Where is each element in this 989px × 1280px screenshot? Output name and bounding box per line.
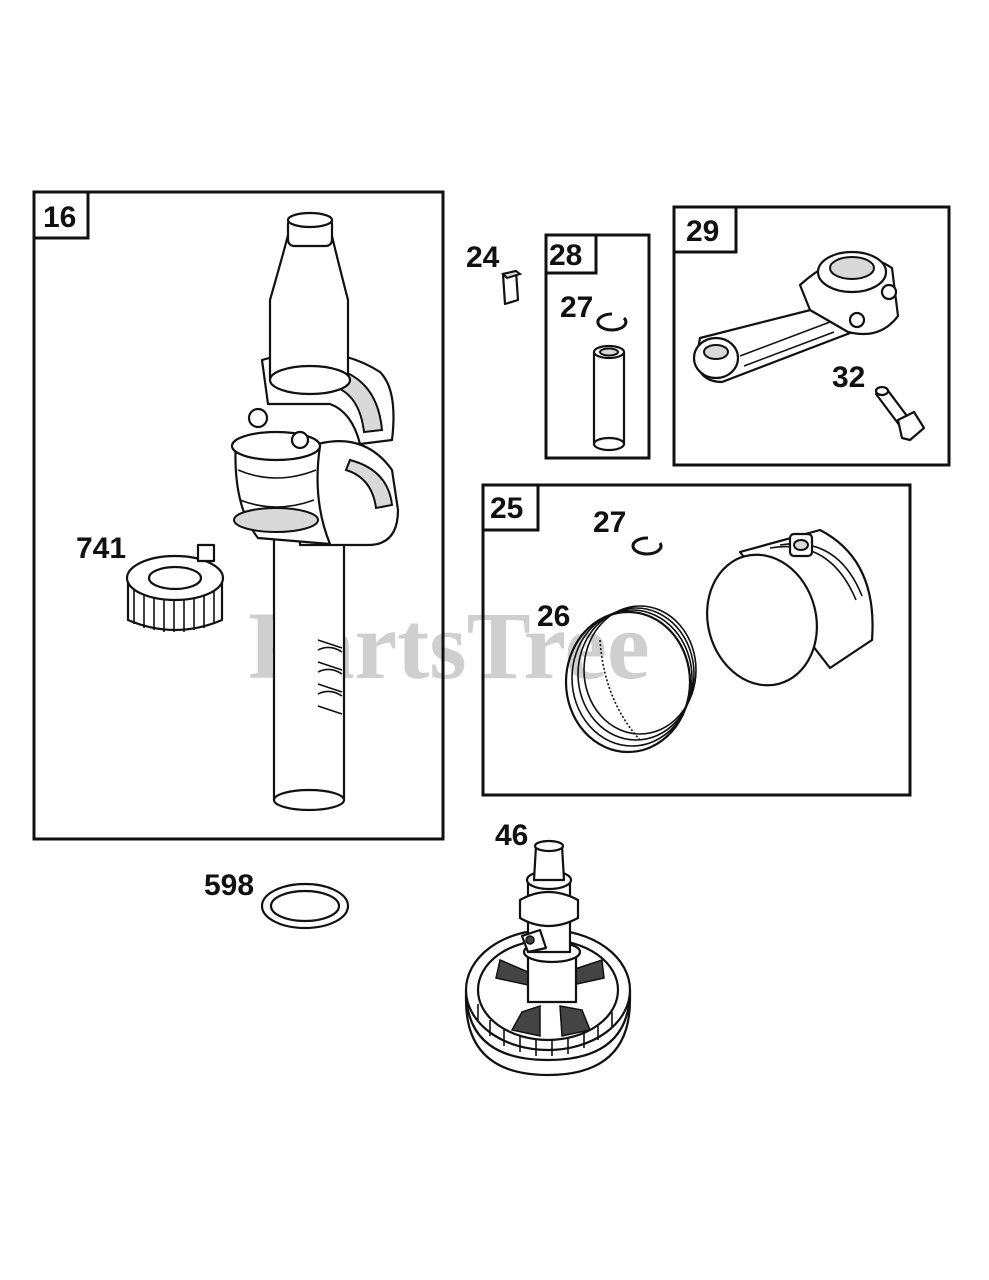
part-598-label: 598	[204, 869, 254, 902]
part-26-label: 26	[537, 600, 570, 633]
group-28-frame[interactable]: 28	[544, 233, 651, 460]
group-29-frame[interactable]: 29	[672, 205, 951, 467]
group-16-label: 16	[43, 201, 76, 234]
rod-bolt-icon[interactable]	[874, 385, 926, 442]
piston-rings-icon[interactable]	[564, 605, 697, 754]
piston-pin-icon[interactable]	[592, 344, 626, 452]
key-icon[interactable]	[501, 269, 523, 306]
camshaft-icon[interactable]	[464, 839, 632, 1077]
group-16-frame[interactable]: 16	[32, 190, 445, 841]
group-28-label: 28	[549, 239, 582, 272]
part-27a-label: 27	[560, 291, 593, 324]
group-29-label: 29	[686, 215, 719, 248]
part-32-label: 32	[832, 361, 865, 394]
piston-icon[interactable]	[693, 528, 874, 698]
part-27b-label: 27	[593, 506, 626, 539]
connecting-rod-icon[interactable]	[692, 250, 900, 384]
crankshaft-icon[interactable]	[230, 211, 400, 812]
group-25-frame[interactable]: 25	[481, 483, 912, 797]
part-741-label: 741	[76, 532, 126, 565]
retainer-clip-icon[interactable]	[596, 312, 628, 332]
part-46-label: 46	[495, 819, 528, 852]
retainer-clip-icon[interactable]	[631, 536, 663, 556]
part-24-label: 24	[466, 241, 500, 274]
group-25-label: 25	[490, 492, 523, 525]
washer-icon[interactable]	[260, 882, 350, 930]
timing-gear-icon[interactable]	[125, 543, 225, 632]
